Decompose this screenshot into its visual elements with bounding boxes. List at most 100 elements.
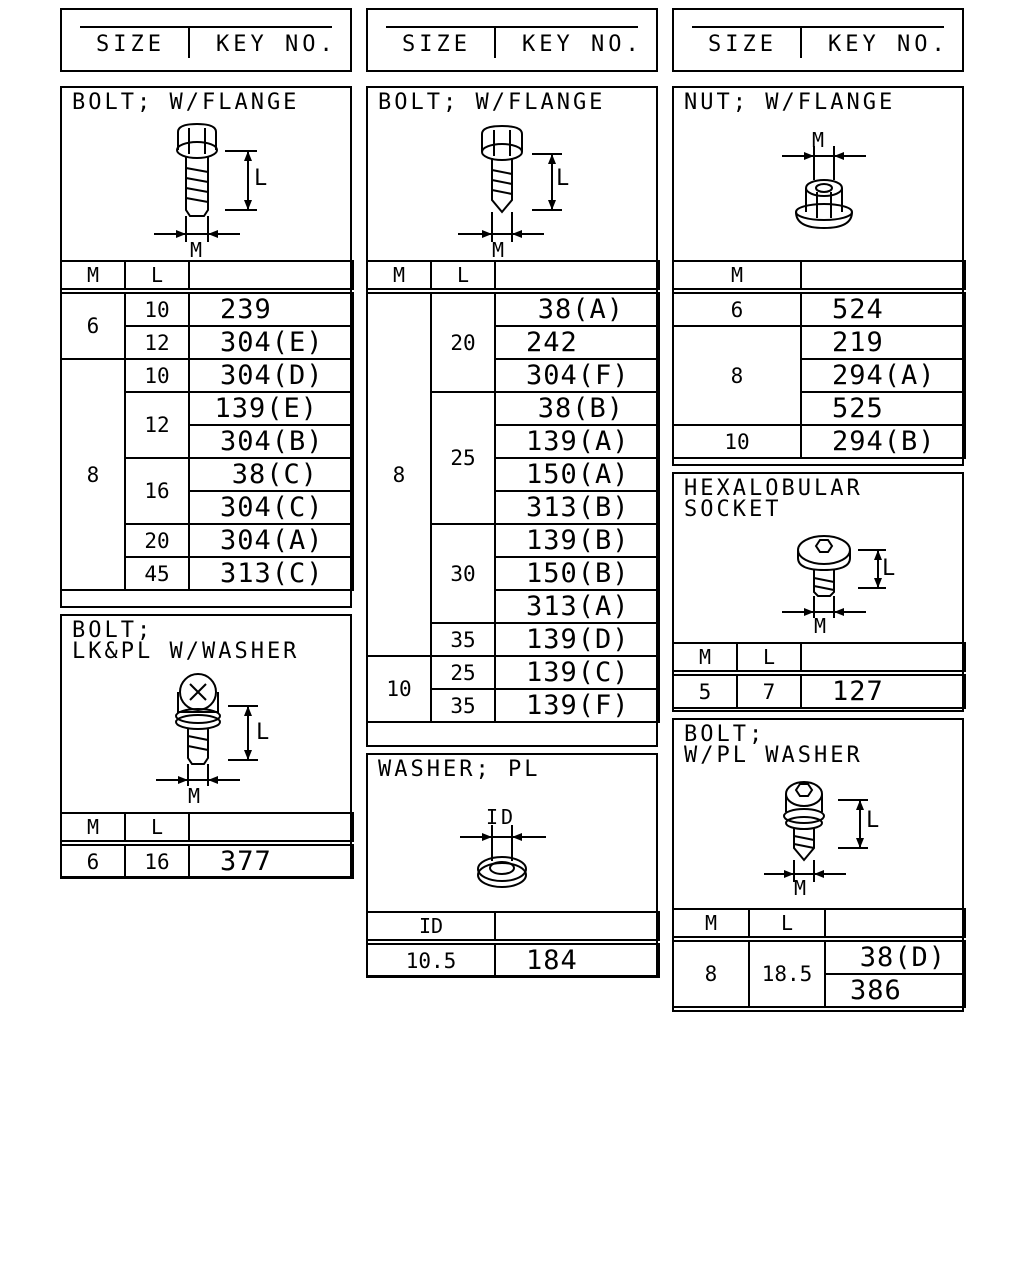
col-l: L — [124, 260, 190, 292]
cell-m: 6 — [60, 840, 126, 879]
cell-l: 35 — [430, 622, 496, 657]
panel-title: BOLT; W/FLANGE — [378, 90, 606, 115]
cell-l: 20 — [124, 523, 190, 558]
cell-l: 30 — [430, 523, 496, 624]
dim-m-label: M — [190, 238, 206, 262]
cell-key: 524 — [800, 288, 966, 327]
panel-title: HEXALOBULAR SOCKET — [684, 476, 863, 522]
cell-key: 304(A) — [188, 523, 354, 558]
col-m: M — [60, 260, 126, 292]
dim-m-label: M — [492, 238, 508, 262]
cell-key: 313(A) — [494, 589, 660, 624]
dim-m-label: M — [812, 128, 828, 152]
flange-bolt-icon — [154, 122, 257, 242]
cell-l: 7 — [736, 670, 802, 709]
col-m: M — [60, 812, 126, 844]
cell-l: 10 — [124, 288, 190, 327]
cell-key: 304(C) — [188, 490, 354, 525]
cell-m: 8 — [60, 358, 126, 591]
size-header-2: SIZE KEY NO. — [366, 8, 658, 72]
cell-m: 10 — [366, 655, 432, 723]
cell-key: 525 — [800, 391, 966, 426]
cell-m: 6 — [60, 288, 126, 360]
plain-washer-icon — [460, 825, 546, 888]
cell-key: 38(D) — [824, 936, 966, 975]
col-m: M — [672, 908, 750, 940]
cell-key: 139(D) — [494, 622, 660, 657]
cell-key: 239 — [188, 288, 354, 327]
torx-bolt-icon — [782, 535, 886, 618]
size-header-1: SIZE KEY NO. — [60, 8, 352, 72]
cell-key: 139(A) — [494, 424, 660, 459]
cell-l: 12 — [124, 325, 190, 360]
cell-key: 38(A) — [494, 288, 660, 327]
cell-l: 12 — [124, 391, 190, 459]
cell-key: 127 — [800, 670, 966, 709]
cell-key: 139(B) — [494, 523, 660, 558]
cell-key: 242 — [494, 325, 660, 360]
cell-m: 8 — [672, 936, 750, 1008]
col-m: M — [366, 260, 432, 292]
key-no-label: KEY NO. — [522, 32, 643, 57]
size-header-3: SIZE KEY NO. — [672, 8, 964, 72]
cell-m: 10 — [672, 424, 802, 459]
cell-l: 20 — [430, 288, 496, 393]
cell-key: 294(A) — [800, 358, 966, 393]
dim-m-label: M — [188, 784, 204, 808]
cell-key: 304(E) — [188, 325, 354, 360]
cell-key: 38(C) — [188, 457, 354, 492]
cell-l: 35 — [430, 688, 496, 723]
flange-bolt-icon — [458, 124, 562, 242]
col-m: M — [672, 260, 802, 292]
cell-l: 45 — [124, 556, 190, 591]
col-l: L — [124, 812, 190, 844]
cell-key: 377 — [188, 840, 354, 879]
panel-title: BOLT; LK&PL W/WASHER — [72, 618, 300, 664]
col-l: L — [430, 260, 496, 292]
panel-title: BOLT; W/FLANGE — [72, 90, 300, 115]
cell-l: 25 — [430, 655, 496, 690]
col-m: M — [672, 642, 738, 674]
key-no-label: KEY NO. — [828, 32, 949, 57]
cell-m: 5 — [672, 670, 738, 709]
cell-id: 10.5 — [366, 939, 496, 978]
key-no-label: KEY NO. — [216, 32, 337, 57]
cell-key: 313(C) — [188, 556, 354, 591]
cell-key: 294(B) — [800, 424, 966, 459]
col-l: L — [748, 908, 826, 940]
dim-l-label: L — [866, 808, 883, 833]
panel-title: NUT; W/FLANGE — [684, 90, 896, 115]
size-label: SIZE — [708, 32, 777, 57]
size-label: SIZE — [402, 32, 471, 57]
cell-l: 10 — [124, 358, 190, 393]
plain-washer-bolt-icon — [764, 781, 868, 882]
cell-key: 139(C) — [494, 655, 660, 690]
cell-key: 313(B) — [494, 490, 660, 525]
cell-key: 150(B) — [494, 556, 660, 591]
cell-key: 304(F) — [494, 358, 660, 393]
cell-m: 6 — [672, 288, 802, 327]
dim-id-label: ID — [486, 805, 517, 829]
cell-l: 18.5 — [748, 936, 826, 1008]
size-label: SIZE — [96, 32, 165, 57]
dim-l-label: L — [556, 166, 573, 191]
cell-key: 184 — [494, 939, 660, 978]
dim-l-label: L — [882, 556, 899, 581]
col-l: L — [736, 642, 802, 674]
dim-m-label: M — [794, 876, 810, 900]
flange-nut-icon — [782, 146, 866, 230]
lock-plain-washer-bolt-icon — [156, 673, 258, 786]
dim-l-label: L — [254, 166, 271, 191]
